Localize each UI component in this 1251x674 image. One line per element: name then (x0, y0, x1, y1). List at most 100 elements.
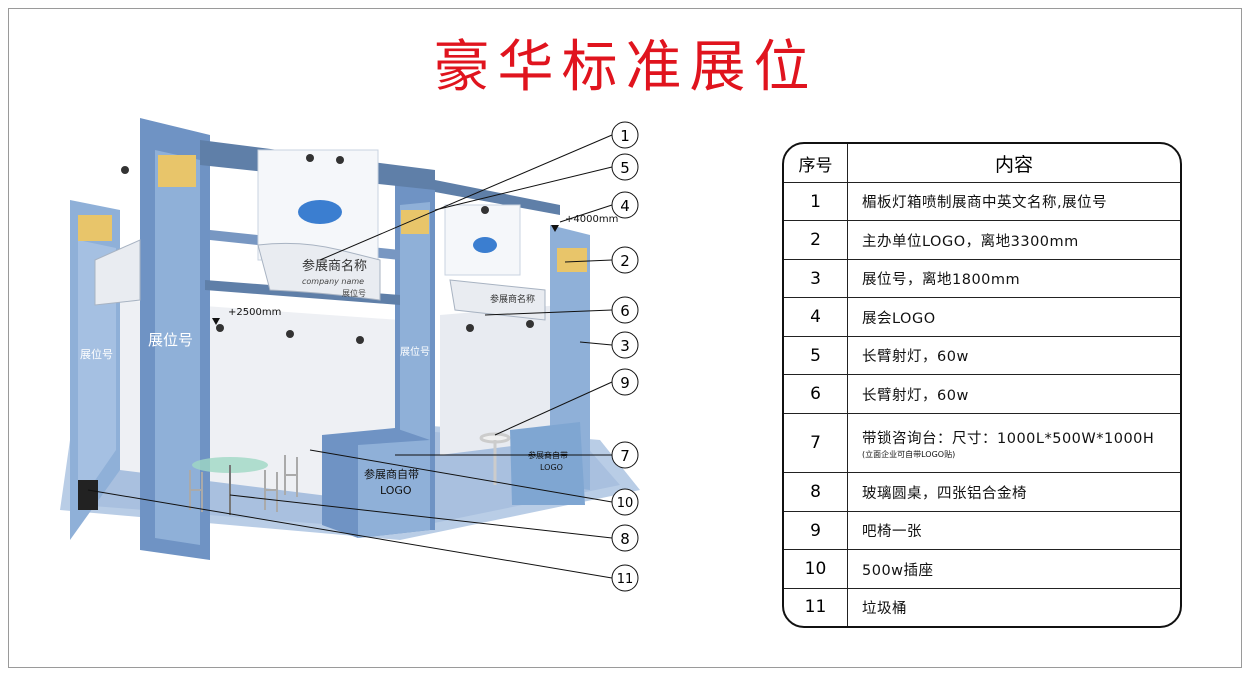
back-wall-right (440, 305, 560, 455)
fascia-curve (257, 242, 381, 301)
row-text: 展位号，离地1800mm (847, 258, 1180, 299)
counter-logo-line2: LOGO (380, 484, 412, 497)
organizer-logo-mid (401, 210, 429, 234)
row-no: 2 (784, 220, 848, 260)
callout-8: 8 (611, 524, 639, 552)
callout-1: 1 (611, 121, 639, 149)
counter-2-line2: LOGO (540, 463, 563, 472)
row-text: 垃圾桶 (847, 587, 1180, 626)
svg-text:2: 2 (620, 252, 630, 270)
svg-text:7: 7 (620, 447, 630, 465)
svg-text:8: 8 (620, 530, 630, 548)
page-border (8, 8, 1242, 668)
fascia-company-cn-2: 参展商名称 (490, 293, 535, 305)
booth-no-column: 展位号 (148, 331, 193, 349)
row-no: 5 (784, 335, 848, 376)
spotlights (121, 154, 534, 344)
row-text: 玻璃圆桌，四张铝合金椅 (847, 472, 1180, 512)
svg-text:5: 5 (620, 159, 630, 177)
col-no-header: 序号 (784, 144, 848, 183)
callout-4: 4 (611, 191, 639, 219)
row-subtext: (立面企业可自带LOGO贴) (862, 449, 956, 459)
row-text: 主办单位LOGO，离地3300mm (847, 220, 1180, 260)
row-no: 3 (784, 258, 848, 299)
row-text: 长臂射灯，60w (847, 335, 1180, 376)
row-no: 10 (784, 549, 848, 589)
callout-11: 11 (611, 564, 639, 592)
svg-text:4: 4 (620, 197, 630, 215)
callout-9: 9 (611, 368, 639, 396)
height-4000-marker (551, 225, 559, 232)
organizer-logo (158, 155, 196, 187)
organizer-logo-right (557, 248, 587, 272)
booth-illustration: 参展商名称 company name 展位号 参展商名称 展位号 展位号 展位号… (60, 118, 640, 592)
svg-text:6: 6 (620, 302, 630, 320)
booth-no-mid: 展位号 (400, 345, 430, 358)
show-logo (298, 200, 342, 224)
row-no: 1 (784, 181, 848, 222)
fascia-curve-2 (449, 279, 546, 321)
col-content-header: 内容 (847, 144, 1180, 183)
aluminum-chairs (189, 455, 298, 512)
lockable-counter-face (358, 440, 430, 538)
svg-text:3: 3 (620, 337, 630, 355)
height-2500: +2500mm (228, 307, 281, 318)
top-beam-right (435, 180, 560, 215)
fascia-curve-left (94, 239, 141, 306)
row-text: 带锁咨询台：尺寸：1000L*500W*1000H (862, 430, 1155, 447)
callout-2: 2 (611, 246, 639, 274)
booth-no-sidewall: 展位号 (80, 347, 113, 361)
svg-text:9: 9 (620, 374, 630, 392)
row-text: 长臂射灯，60w (847, 374, 1180, 414)
row-no: 7 (784, 412, 848, 474)
fascia-company-cn: 参展商名称 (302, 258, 367, 274)
callout-6: 6 (611, 296, 639, 324)
row-no: 6 (784, 374, 848, 414)
row-no: 8 (784, 472, 848, 512)
callout-5: 5 (611, 153, 639, 181)
show-logo-2 (473, 237, 497, 253)
fascia-booth-no: 展位号 (342, 288, 366, 298)
row-text: 500w插座 (847, 549, 1180, 589)
svg-text:11: 11 (617, 572, 634, 587)
counter-2 (510, 422, 585, 505)
front-column-left-face (155, 150, 200, 545)
svg-text:1: 1 (620, 127, 630, 145)
trash-bin (78, 480, 98, 510)
row-no: 11 (784, 587, 848, 626)
callout-7: 7 (611, 441, 639, 469)
leader-lines (87, 134, 613, 579)
bar-stool (479, 432, 511, 485)
height-4000: +4000mm (565, 214, 618, 225)
callouts: 1 5 4 2 6 3 9 7 10 8 11 (611, 121, 639, 592)
row-text: 楣板灯箱喷制展商中英文名称,展位号 (847, 181, 1180, 222)
legend-header: 序号 内容 (784, 144, 1180, 183)
organizer-logo-left (78, 215, 112, 241)
callout-3: 3 (611, 331, 639, 359)
row-text-with-sub: 带锁咨询台：尺寸：1000L*500W*1000H (立面企业可自带LOGO贴) (847, 412, 1180, 474)
row-no: 9 (784, 510, 848, 551)
row-text: 吧椅一张 (847, 510, 1180, 551)
top-beam-back (205, 280, 400, 305)
fascia-company-en: company name (302, 277, 364, 286)
counter-logo-line1: 参展商自带 (364, 467, 419, 481)
row-text: 展会LOGO (847, 297, 1180, 337)
height-2500-marker (212, 318, 220, 325)
page-title: 豪华标准展位 (433, 35, 818, 100)
row-no: 4 (784, 297, 848, 337)
legend-row: 7 带锁咨询台：尺寸：1000L*500W*1000H (立面企业可自带LOGO贴) (784, 412, 1180, 474)
svg-text:10: 10 (617, 496, 634, 511)
side-wall-left-panel (78, 240, 116, 505)
callout-10: 10 (611, 488, 639, 516)
